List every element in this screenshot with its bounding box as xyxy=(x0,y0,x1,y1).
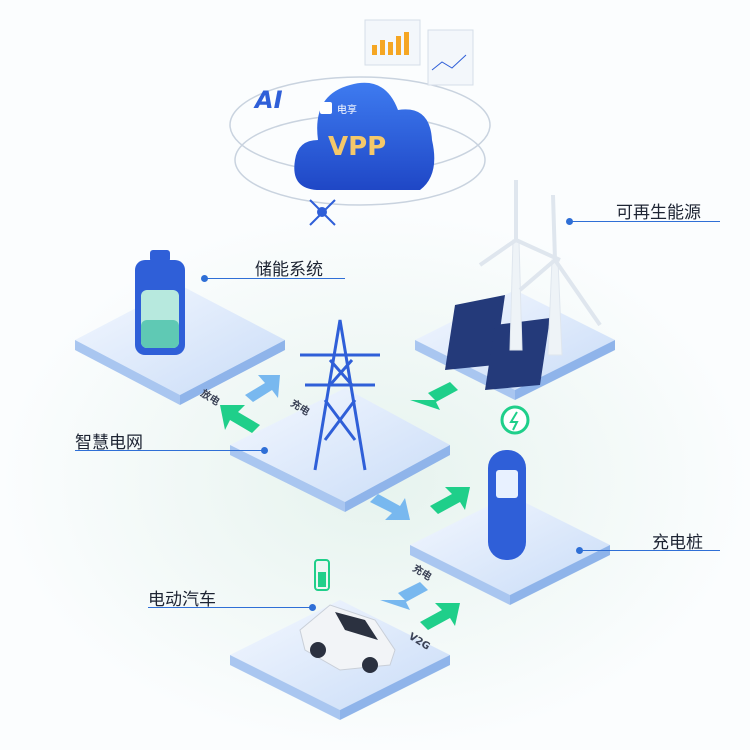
discharge-arrow xyxy=(220,405,260,433)
tile-grid xyxy=(230,388,450,512)
label-grid: 智慧电网 xyxy=(75,433,143,453)
charging-station-icon xyxy=(488,405,530,560)
v2g-arrow xyxy=(420,603,460,630)
leader-line-ev xyxy=(148,607,313,608)
leader-line-grid xyxy=(75,450,265,451)
battery-icon xyxy=(135,250,185,355)
label-renewable: 可再生能源 xyxy=(616,203,701,223)
wind-turbine-icon xyxy=(478,180,602,356)
solar-panel-icon xyxy=(445,295,550,390)
network-icon xyxy=(309,199,336,226)
cloud-logo: 电享 xyxy=(337,103,357,116)
leader-line-renewable xyxy=(570,221,720,222)
logo-icon xyxy=(320,102,332,114)
line-chart-icon xyxy=(427,29,474,86)
label-storage: 储能系统 xyxy=(255,260,323,280)
leader-dot-renewable xyxy=(566,218,573,225)
leader-line-storage xyxy=(205,278,345,279)
label-charger: 充电桩 xyxy=(652,533,703,553)
ai-label: AI xyxy=(253,86,283,114)
electric-car-icon xyxy=(299,559,396,673)
label-ev: 电动汽车 xyxy=(148,590,216,610)
charger-to-grid-arrow xyxy=(430,487,470,514)
power-tower-icon xyxy=(300,319,380,471)
charge-arrow-to-storage xyxy=(245,375,280,402)
grid-to-charger-arrow xyxy=(370,494,410,520)
renewable-arrow xyxy=(410,382,458,410)
leader-dot-grid xyxy=(261,447,268,454)
leader-dot-storage xyxy=(201,275,208,282)
vpp-cloud: 电享 VPP AI xyxy=(229,19,491,226)
vpp-title: VPP xyxy=(328,132,386,162)
bar-chart-icon xyxy=(364,19,421,66)
charge-car-arrow xyxy=(380,582,428,610)
leader-line-charger xyxy=(580,550,720,551)
leader-dot-ev xyxy=(309,604,316,611)
leader-dot-charger xyxy=(576,547,583,554)
